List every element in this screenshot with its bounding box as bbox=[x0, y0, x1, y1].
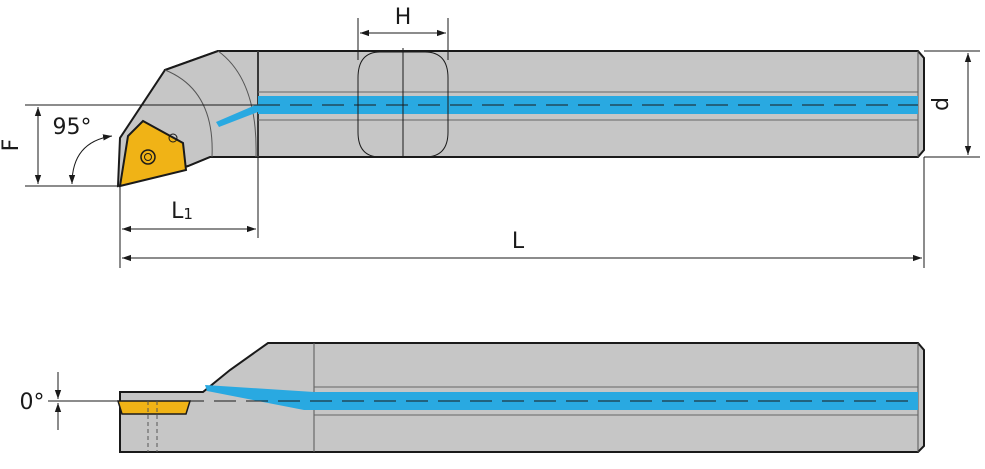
h-section-profile bbox=[357, 51, 449, 158]
angle-0-label: 0° bbox=[20, 390, 45, 415]
d-label: d bbox=[929, 97, 954, 111]
top-dimensions bbox=[25, 18, 980, 268]
f-label: F bbox=[0, 139, 24, 152]
top-view bbox=[116, 48, 925, 188]
side-dimensions bbox=[48, 372, 120, 430]
angle-95-label: 95° bbox=[53, 115, 92, 140]
side-insert bbox=[116, 400, 192, 415]
side-view bbox=[116, 342, 925, 453]
head-arc-inner bbox=[164, 69, 213, 158]
side-coolant-feed bbox=[205, 385, 314, 410]
clamp-pin-icon bbox=[168, 133, 178, 143]
l1-label-main: L bbox=[171, 199, 184, 224]
insert-screw-icon bbox=[140, 149, 156, 165]
h-label: H bbox=[395, 5, 412, 30]
l-label: L bbox=[512, 229, 525, 254]
angle-arc bbox=[68, 134, 113, 185]
top-coolant-feed bbox=[216, 104, 258, 127]
insert-screw-inner-icon bbox=[144, 153, 152, 161]
top-labels: H d F 95° L1 L bbox=[0, 5, 954, 254]
l1-label-sub: 1 bbox=[183, 205, 193, 223]
l1-label: L1 bbox=[171, 199, 193, 224]
head-arc-outer bbox=[217, 50, 257, 158]
